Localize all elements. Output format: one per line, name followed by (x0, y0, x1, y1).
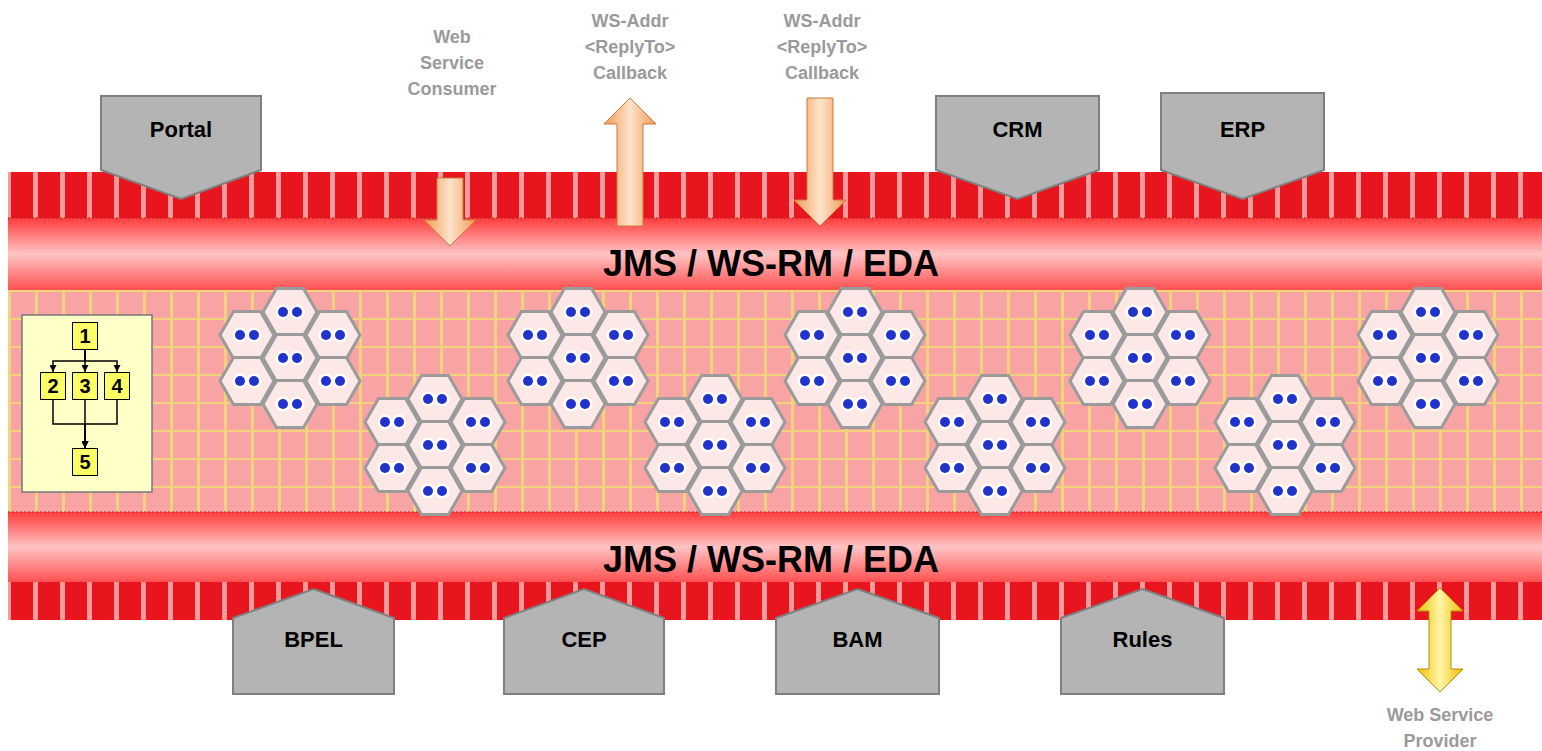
arrow-caption: Web Service Consumer (402, 24, 502, 102)
step-box: 1 (72, 322, 98, 350)
system-pentagon: ERP (1160, 92, 1325, 200)
engine-label: Rules (1113, 627, 1173, 653)
band-edge (8, 218, 1542, 219)
bus-label: JMS / WS-RM / EDA (603, 244, 939, 284)
bus-band: JMS / WS-RM / EDA (0, 218, 1542, 290)
flow-connector (53, 350, 85, 372)
step-number: 1 (79, 326, 90, 346)
flow-panel (22, 315, 152, 492)
step-number: 4 (111, 376, 122, 396)
engine-pentagon: CEP (503, 588, 665, 695)
pentagon-shape (936, 96, 1099, 199)
service-clusters (220, 289, 1498, 515)
bus-band: JMS / WS-RM / EDA (0, 512, 1542, 582)
engine-label: BAM (832, 627, 882, 653)
step-box: 2 (40, 372, 66, 400)
pentagon-shape (101, 96, 261, 199)
engine-pentagon: BPEL (232, 588, 395, 695)
system-pentagon: Portal (100, 95, 262, 200)
bus-stripes (8, 582, 1542, 620)
bus-band (8, 218, 1542, 290)
flow-connector (53, 400, 85, 448)
pentagon-outline (935, 95, 1100, 200)
arrow-caption: Web Service Provider (1375, 702, 1505, 751)
pentagon-shape (1161, 93, 1324, 199)
arrow-caption: WS-Addr <ReplyTo> Callback (770, 8, 874, 86)
block-arrow (424, 178, 476, 246)
engine-label: BPEL (284, 627, 343, 653)
engine-pentagon: Rules (1060, 588, 1225, 695)
double-arrow (1417, 588, 1463, 692)
pentagon-shape (504, 589, 664, 694)
system-label: Portal (150, 117, 212, 143)
pentagon-shape (776, 589, 939, 694)
pentagon-shape (1061, 589, 1224, 694)
block-arrow (604, 98, 656, 226)
step-number: 3 (79, 376, 90, 396)
step-box: 5 (72, 448, 98, 476)
system-label: CRM (992, 117, 1042, 143)
system-label: ERP (1220, 117, 1265, 143)
flow-connector (85, 350, 117, 372)
bus-band (8, 512, 1542, 582)
pentagon-outline (100, 95, 262, 200)
engine-label: CEP (561, 627, 606, 653)
step-number: 2 (47, 376, 58, 396)
band-edge (8, 512, 1542, 513)
arrow-caption: WS-Addr <ReplyTo> Callback (578, 8, 682, 86)
step-box: 3 (72, 372, 98, 400)
engine-pentagon: BAM (775, 588, 940, 695)
block-arrow (794, 98, 846, 226)
flow-connector (85, 400, 117, 448)
system-pentagon: CRM (935, 95, 1100, 200)
step-box: 4 (104, 372, 130, 400)
bus-label: JMS / WS-RM / EDA (603, 540, 939, 580)
pentagon-outline (1160, 92, 1325, 200)
pentagon-shape (233, 589, 394, 694)
step-number: 5 (79, 452, 90, 472)
